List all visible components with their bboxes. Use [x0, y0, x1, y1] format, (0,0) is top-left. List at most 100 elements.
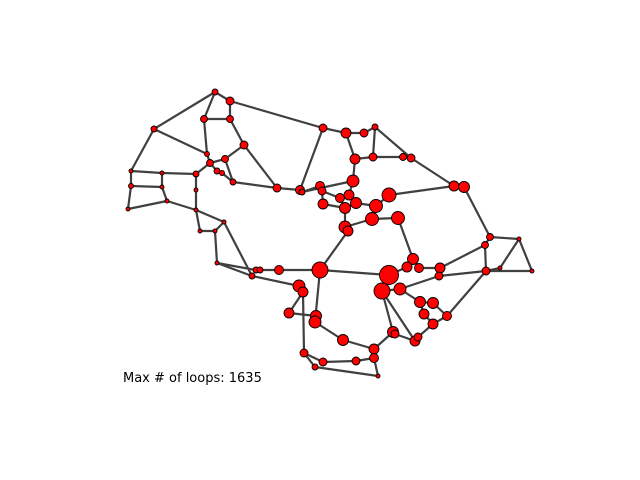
graph-node — [342, 225, 354, 237]
graph-node — [212, 228, 218, 234]
graph-edge — [445, 269, 488, 318]
graph-node — [379, 265, 399, 285]
graph-node — [159, 184, 165, 190]
graph-node — [311, 363, 319, 371]
graph-edge — [409, 156, 456, 188]
graph-node — [274, 265, 284, 275]
graph-node — [318, 123, 328, 133]
graph-edge — [129, 184, 164, 189]
graph-node — [239, 140, 249, 150]
graph-edge — [165, 199, 198, 212]
graph-node — [391, 211, 405, 225]
graph-node — [349, 153, 361, 165]
graph-edge — [231, 180, 279, 190]
graph-edge — [152, 90, 217, 131]
graph-node — [516, 236, 522, 242]
graph-node — [150, 125, 158, 133]
graph-node — [214, 260, 220, 266]
graph-node — [128, 183, 134, 189]
graph-node — [369, 199, 383, 213]
graph-edge — [396, 216, 415, 261]
graph-node — [211, 88, 219, 96]
graph-node — [371, 123, 379, 131]
graph-node — [272, 183, 282, 193]
graph-node — [375, 373, 381, 379]
graph-edge — [321, 359, 358, 364]
graph-node — [226, 115, 234, 123]
graph-node — [193, 187, 199, 193]
graph-nodes — [125, 88, 535, 379]
graph-node — [311, 261, 329, 279]
graph-edge — [126, 184, 133, 211]
graph-edge — [228, 99, 325, 130]
graph-edge — [228, 117, 246, 147]
graph-node — [206, 159, 214, 167]
graph-node — [340, 127, 352, 139]
graph-edge — [298, 126, 325, 192]
graph-node — [369, 353, 379, 363]
graph-node — [283, 307, 295, 319]
graph-node — [448, 180, 460, 192]
graph-node — [225, 96, 235, 106]
graph-edge — [371, 125, 377, 159]
graph-edge — [301, 290, 306, 355]
graph-node — [219, 170, 225, 176]
graph-node — [442, 311, 452, 321]
graph-edge — [129, 169, 164, 175]
graph-node — [256, 266, 264, 274]
graph-node — [221, 155, 229, 163]
graph-edge — [160, 171, 198, 176]
graph-edge — [194, 208, 202, 233]
graph-node — [317, 198, 329, 210]
graph-node — [481, 241, 489, 249]
graph-edge — [152, 127, 209, 156]
graph-edge — [318, 268, 391, 277]
graph-node — [486, 233, 494, 241]
graph-node — [159, 170, 165, 176]
graph-node — [368, 152, 378, 162]
graph-edges — [126, 90, 534, 378]
graph-edge — [223, 157, 235, 184]
graph-edge — [437, 269, 488, 278]
graph-node — [414, 296, 426, 308]
graph-edge — [250, 274, 301, 288]
graph-node — [125, 206, 131, 212]
graph-node — [399, 153, 407, 161]
graph-edge — [313, 365, 380, 378]
graph-node — [359, 128, 369, 138]
graph-node — [406, 153, 416, 163]
graph-node — [427, 297, 439, 309]
loops-caption: Max # of loops: 1635 — [123, 371, 262, 386]
graph-node — [350, 197, 362, 209]
graph-edge — [215, 261, 258, 272]
graph-edge — [202, 117, 209, 156]
graph-edge — [160, 185, 169, 203]
graph-node — [337, 334, 349, 346]
graph-node — [192, 170, 200, 178]
graph-node — [221, 219, 227, 225]
graph-node — [204, 151, 210, 157]
graph-node — [434, 262, 446, 274]
graph-edge — [126, 199, 169, 211]
graph-edge — [242, 143, 279, 190]
graph-node — [458, 181, 470, 193]
graph-node — [317, 186, 327, 196]
graph-node — [381, 187, 397, 203]
graph-edge — [129, 127, 156, 173]
graph-node — [297, 286, 309, 298]
graph-node — [497, 265, 503, 271]
graph-node — [434, 271, 444, 281]
graph-edge — [488, 235, 521, 241]
graph-edge — [373, 125, 413, 160]
graph-node — [414, 263, 424, 273]
graph-edge — [300, 179, 355, 194]
graph-node — [413, 332, 423, 342]
graph-node — [193, 207, 199, 213]
graph-node — [481, 266, 491, 276]
graph-edge — [387, 184, 456, 197]
graph-node — [299, 348, 309, 358]
graph-node — [339, 202, 351, 214]
graph-node — [365, 212, 379, 226]
graph-node — [335, 193, 345, 203]
